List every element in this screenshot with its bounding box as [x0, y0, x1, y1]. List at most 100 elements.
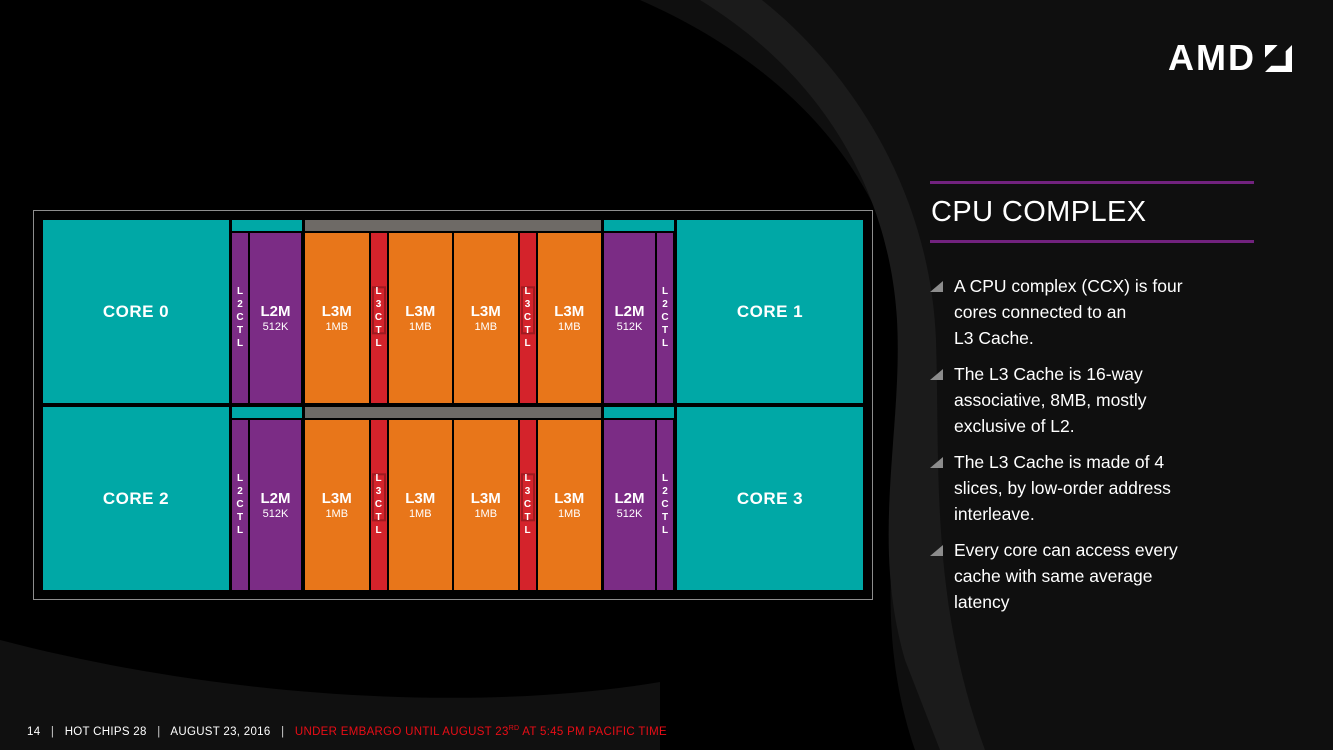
l2m-block: L2M 512K [604, 233, 655, 403]
l2-top-bar [604, 220, 674, 231]
l3m-block: L3M 1MB [388, 233, 452, 403]
l2ctl-label: L2CTL [659, 285, 671, 351]
bullet-triangle-icon [930, 369, 943, 380]
bullet-text: The L3 Cache is 16-way associative, 8MB,… [954, 364, 1147, 436]
l2ctl-strip: L2CTL [657, 420, 673, 590]
l3m-size: 1MB [557, 321, 581, 333]
core3-block: CORE 3 [677, 407, 863, 590]
l3m-block: L3M 1MB [454, 233, 518, 403]
amd-arrow-icon [1265, 44, 1292, 72]
bullet-list: A CPU complex (CCX) is four cores connec… [930, 273, 1254, 615]
l3ctl-label: L3CTL [373, 472, 384, 538]
l3ctl-label: L3CTL [373, 285, 384, 351]
l2m-block: L2M 512K [250, 420, 301, 590]
bullet-item: Every core can access every cache with s… [930, 537, 1254, 615]
core0-label: CORE 0 [102, 301, 170, 321]
l3m-block: L3M 1MB [537, 420, 601, 590]
l2-group-right: L2M 512K L2CTL [604, 220, 674, 403]
l3ctl-strip: L3CTL [519, 233, 536, 403]
l2m-block: L2M 512K [250, 233, 301, 403]
ccx-row-top: CORE 0 L2CTL L2M 512K [43, 220, 863, 403]
l3m-block: L3M 1MB [454, 420, 518, 590]
l2m-label: L2M [260, 490, 291, 507]
l3m-label: L3M [321, 303, 352, 320]
l2ctl-label: L2CTL [234, 285, 246, 351]
l2-group-right: L2M 512K L2CTL [604, 407, 674, 590]
l2m-size: 512K [262, 321, 289, 333]
l3m-size: 1MB [474, 508, 498, 520]
l3m-block: L3M 1MB [537, 233, 601, 403]
l2m-label: L2M [614, 303, 645, 320]
l2-group-left: L2CTL L2M 512K [232, 407, 302, 590]
l3m-label: L3M [554, 303, 585, 320]
l3-group: L3M 1MB L3CTL L3M 1MB L3M 1MB L3CTL [305, 220, 601, 403]
l2-top-bar [604, 407, 674, 418]
footer: 14 | HOT CHIPS 28 | AUGUST 23, 2016 | UN… [27, 725, 667, 738]
core0-block: CORE 0 [43, 220, 229, 403]
l3m-label: L3M [405, 490, 436, 507]
l3m-block: L3M 1MB [305, 233, 369, 403]
l2ctl-strip: L2CTL [657, 233, 673, 403]
l2ctl-strip: L2CTL [232, 233, 248, 403]
bullet-text: A CPU complex (CCX) is four cores connec… [954, 276, 1183, 348]
l2ctl-label: L2CTL [659, 472, 671, 538]
footer-date: AUGUST 23, 2016 [170, 726, 271, 738]
core1-label: CORE 1 [736, 301, 804, 321]
l3m-label: L3M [321, 490, 352, 507]
l2m-size: 512K [616, 508, 643, 520]
bullet-text: The L3 Cache is made of 4 slices, by low… [954, 452, 1171, 524]
embargo-ordinal: RD [508, 725, 520, 733]
l3m-size: 1MB [325, 321, 349, 333]
ccx-row-bottom: CORE 2 L2CTL L2M 512K [43, 407, 863, 590]
panel-rule-bottom [930, 240, 1254, 243]
footer-separator: | [157, 726, 161, 738]
bullet-text: Every core can access every cache with s… [954, 540, 1178, 612]
l3m-size: 1MB [408, 321, 432, 333]
bullet-item: A CPU complex (CCX) is four cores connec… [930, 273, 1254, 351]
l3m-size: 1MB [325, 508, 349, 520]
l3m-block: L3M 1MB [388, 420, 452, 590]
bullet-item: The L3 Cache is made of 4 slices, by low… [930, 449, 1254, 527]
l2-top-bar [232, 407, 302, 418]
l2ctl-label: L2CTL [234, 472, 246, 538]
footer-separator: | [281, 726, 285, 738]
bullet-triangle-icon [930, 457, 943, 468]
bullet-triangle-icon [930, 545, 943, 556]
l3-top-bar [305, 220, 601, 231]
info-panel: CPU COMPLEX A CPU complex (CCX) is four … [930, 181, 1254, 615]
page-number: 14 [27, 726, 41, 738]
l2-group-left: L2CTL L2M 512K [232, 220, 302, 403]
l2m-label: L2M [260, 303, 291, 320]
l2m-label: L2M [614, 490, 645, 507]
l2m-block: L2M 512K [604, 420, 655, 590]
l2m-size: 512K [262, 508, 289, 520]
l3m-label: L3M [405, 303, 436, 320]
footer-separator: | [50, 726, 55, 738]
core3-label: CORE 3 [736, 488, 804, 508]
bullet-item: The L3 Cache is 16-way associative, 8MB,… [930, 361, 1254, 439]
l3ctl-label: L3CTL [522, 285, 533, 351]
footer-event: HOT CHIPS 28 [64, 726, 147, 738]
l3m-block: L3M 1MB [305, 420, 369, 590]
panel-title: CPU COMPLEX [931, 196, 1147, 228]
embargo-text-tail: AT 5:45 PM PACIFIC TIME [519, 726, 667, 738]
l3ctl-strip: L3CTL [519, 420, 536, 590]
amd-logo: AMD [1168, 40, 1292, 76]
l2-top-bar [232, 220, 302, 231]
l3m-label: L3M [470, 490, 501, 507]
core2-block: CORE 2 [43, 407, 229, 590]
l3m-size: 1MB [474, 321, 498, 333]
l3-group: L3M 1MB L3CTL L3M 1MB L3M 1MB L3CTL [305, 407, 601, 590]
ccx-diagram: CORE 0 L2CTL L2M 512K [33, 210, 873, 600]
footer-embargo: UNDER EMBARGO UNTIL AUGUST 23RD AT 5:45 … [295, 725, 667, 738]
l3-top-bar [305, 407, 601, 418]
l2m-size: 512K [616, 321, 643, 333]
l3m-size: 1MB [557, 508, 581, 520]
l3ctl-label: L3CTL [522, 472, 533, 538]
l3ctl-strip: L3CTL [370, 233, 387, 403]
core2-label: CORE 2 [102, 488, 170, 508]
cache-section: L2CTL L2M 512K L3M 1MB L3CTL [232, 407, 674, 590]
amd-logo-text: AMD [1168, 37, 1256, 78]
